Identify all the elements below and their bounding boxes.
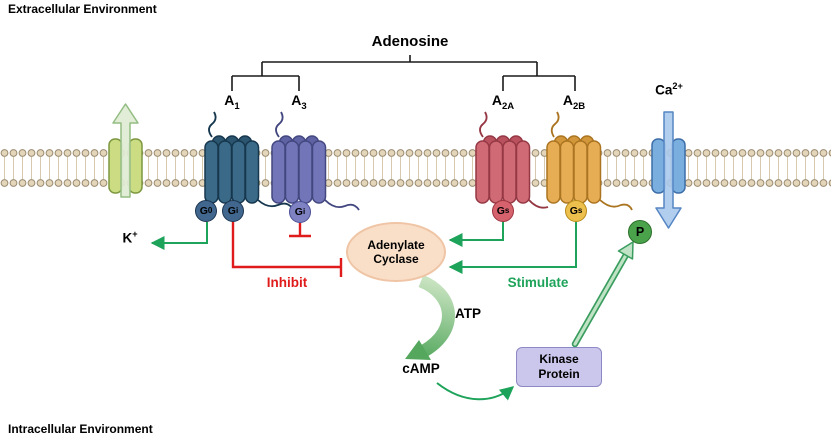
kinase-protein: Kinase Protein (516, 347, 602, 387)
kinase-to-phosphate-arrow (571, 241, 634, 348)
stimulate-label: Stimulate (507, 275, 569, 290)
receptor-label-a1: A1 (224, 92, 240, 112)
receptor-a1 (204, 111, 293, 209)
inhibit-label: Inhibit (266, 275, 308, 290)
adenosine-label: Adenosine (371, 33, 449, 50)
potassium-label: K+ (122, 229, 138, 246)
stimulate-lines (150, 222, 577, 401)
camp-label: cAMP (402, 361, 440, 376)
extracellular-label: Extracellular Environment (8, 2, 157, 16)
calcium-label: Ca2+ (655, 81, 683, 98)
atp-to-camp-arrow (405, 274, 455, 360)
receptor-label-a3: A3 (291, 92, 307, 112)
potassium-efflux-arrow (112, 103, 139, 198)
camp-to-kinase-arrow (436, 382, 515, 401)
atp-label: ATP (455, 306, 481, 321)
phosphate-p: P (628, 220, 652, 244)
adenosine-bracket (231, 55, 576, 91)
calcium-influx-arrow (655, 111, 682, 229)
g0-to-kplus-arrow (150, 222, 208, 250)
calcium-channel (651, 111, 686, 229)
receptor-a2b (546, 111, 633, 211)
adenylate-cyclase: Adenylate Cyclase (346, 222, 446, 282)
receptor-label-a2b: A2B (562, 92, 586, 112)
receptor-label-a2a: A2A (491, 92, 515, 112)
intracellular-label: Intracellular Environment (8, 422, 153, 436)
gs-a2a-to-cyclase-arrow (448, 222, 504, 247)
potassium-channel (108, 103, 143, 198)
gs-a2b-to-cyclase-arrow (448, 222, 577, 274)
receptor-a3 (271, 111, 360, 211)
inhibit-lines (231, 222, 343, 277)
